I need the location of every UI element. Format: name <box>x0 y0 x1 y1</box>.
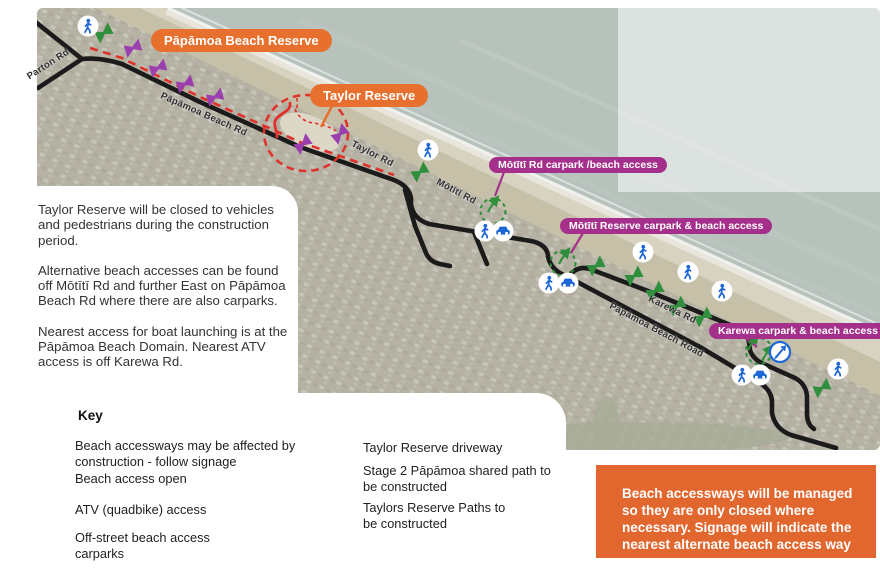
atv-icon <box>768 340 792 364</box>
pedestrian-icon <box>631 240 655 264</box>
notice-box: Beach accessways will be managed so they… <box>596 465 876 558</box>
key-panel <box>0 393 566 569</box>
carpark-access-arrows <box>487 195 774 362</box>
key-item-stage2: Stage 2 Pāpāmoa shared path to be constr… <box>363 463 551 494</box>
car-icon <box>557 272 579 294</box>
car-icon <box>492 220 514 242</box>
pedestrian-icon <box>473 219 497 243</box>
pedestrian-icon <box>710 279 734 303</box>
motiti-rd-connector <box>493 171 506 197</box>
stage2-shared-path <box>89 46 395 177</box>
info-paragraph-closure: Taylor Reserve will be closed to vehicle… <box>38 202 275 248</box>
pedestrian-icon <box>826 357 850 381</box>
taylor-label-connector <box>319 105 334 128</box>
key-item-affected: Beach accessways may be affected by cons… <box>75 438 296 469</box>
taylor-reserve-driveway <box>273 101 292 139</box>
taylor-reserve-circle <box>262 93 350 173</box>
road-motiti-stub <box>471 229 490 267</box>
key-item-open: Beach access open <box>75 471 187 486</box>
road-papamoa-beach <box>37 13 839 450</box>
construction-annotations <box>89 46 395 177</box>
info-paragraph-alternatives: Alternative beach accesses can be found … <box>38 262 286 309</box>
key-item-taylors-paths: Taylors Reserve Paths to be constructed <box>363 500 506 531</box>
pedestrian-icon <box>537 271 561 295</box>
key-title: Key <box>78 408 103 423</box>
papamoa-beach-reserve-label: Pāpāmoa Beach Reserve <box>151 29 332 52</box>
taylor-reserve-label: Taylor Reserve <box>310 84 429 107</box>
motiti-reserve-access-label: Mōtītī Reserve carpark & beach access <box>560 218 773 234</box>
pedestrian-icon <box>416 138 440 162</box>
road-parton <box>37 56 85 91</box>
taylors-reserve-paths <box>294 97 337 132</box>
pedestrian-icon <box>76 14 100 38</box>
road-taylor-inland <box>402 187 453 269</box>
key-item-offstreet: Off-street beach access carparks <box>75 530 210 561</box>
road-karewa <box>565 265 817 432</box>
info-paragraph-boat-atv: Nearest access for boat launching is at … <box>38 323 288 370</box>
karewa-access-label: Karewa carpark & beach access <box>709 323 880 339</box>
info-panel: Taylor Reserve will be closed to vehicle… <box>0 186 298 418</box>
notice-text: Beach accessways will be managed so they… <box>622 486 853 552</box>
pedestrian-icon <box>730 363 754 387</box>
motiti-reserve-connector <box>570 232 584 254</box>
key-item-driveway: Taylor Reserve driveway <box>363 440 503 455</box>
road-network <box>37 13 839 450</box>
key-item-atv: ATV (quadbike) access <box>75 502 207 517</box>
car-icon <box>749 364 771 386</box>
info-text: Taylor Reserve will be closed to vehicle… <box>38 202 288 385</box>
pedestrian-icon <box>676 260 700 284</box>
dune-strip <box>96 8 880 396</box>
motiti-rd-access-label: Mōtītī Rd carpark /beach access <box>489 157 667 173</box>
